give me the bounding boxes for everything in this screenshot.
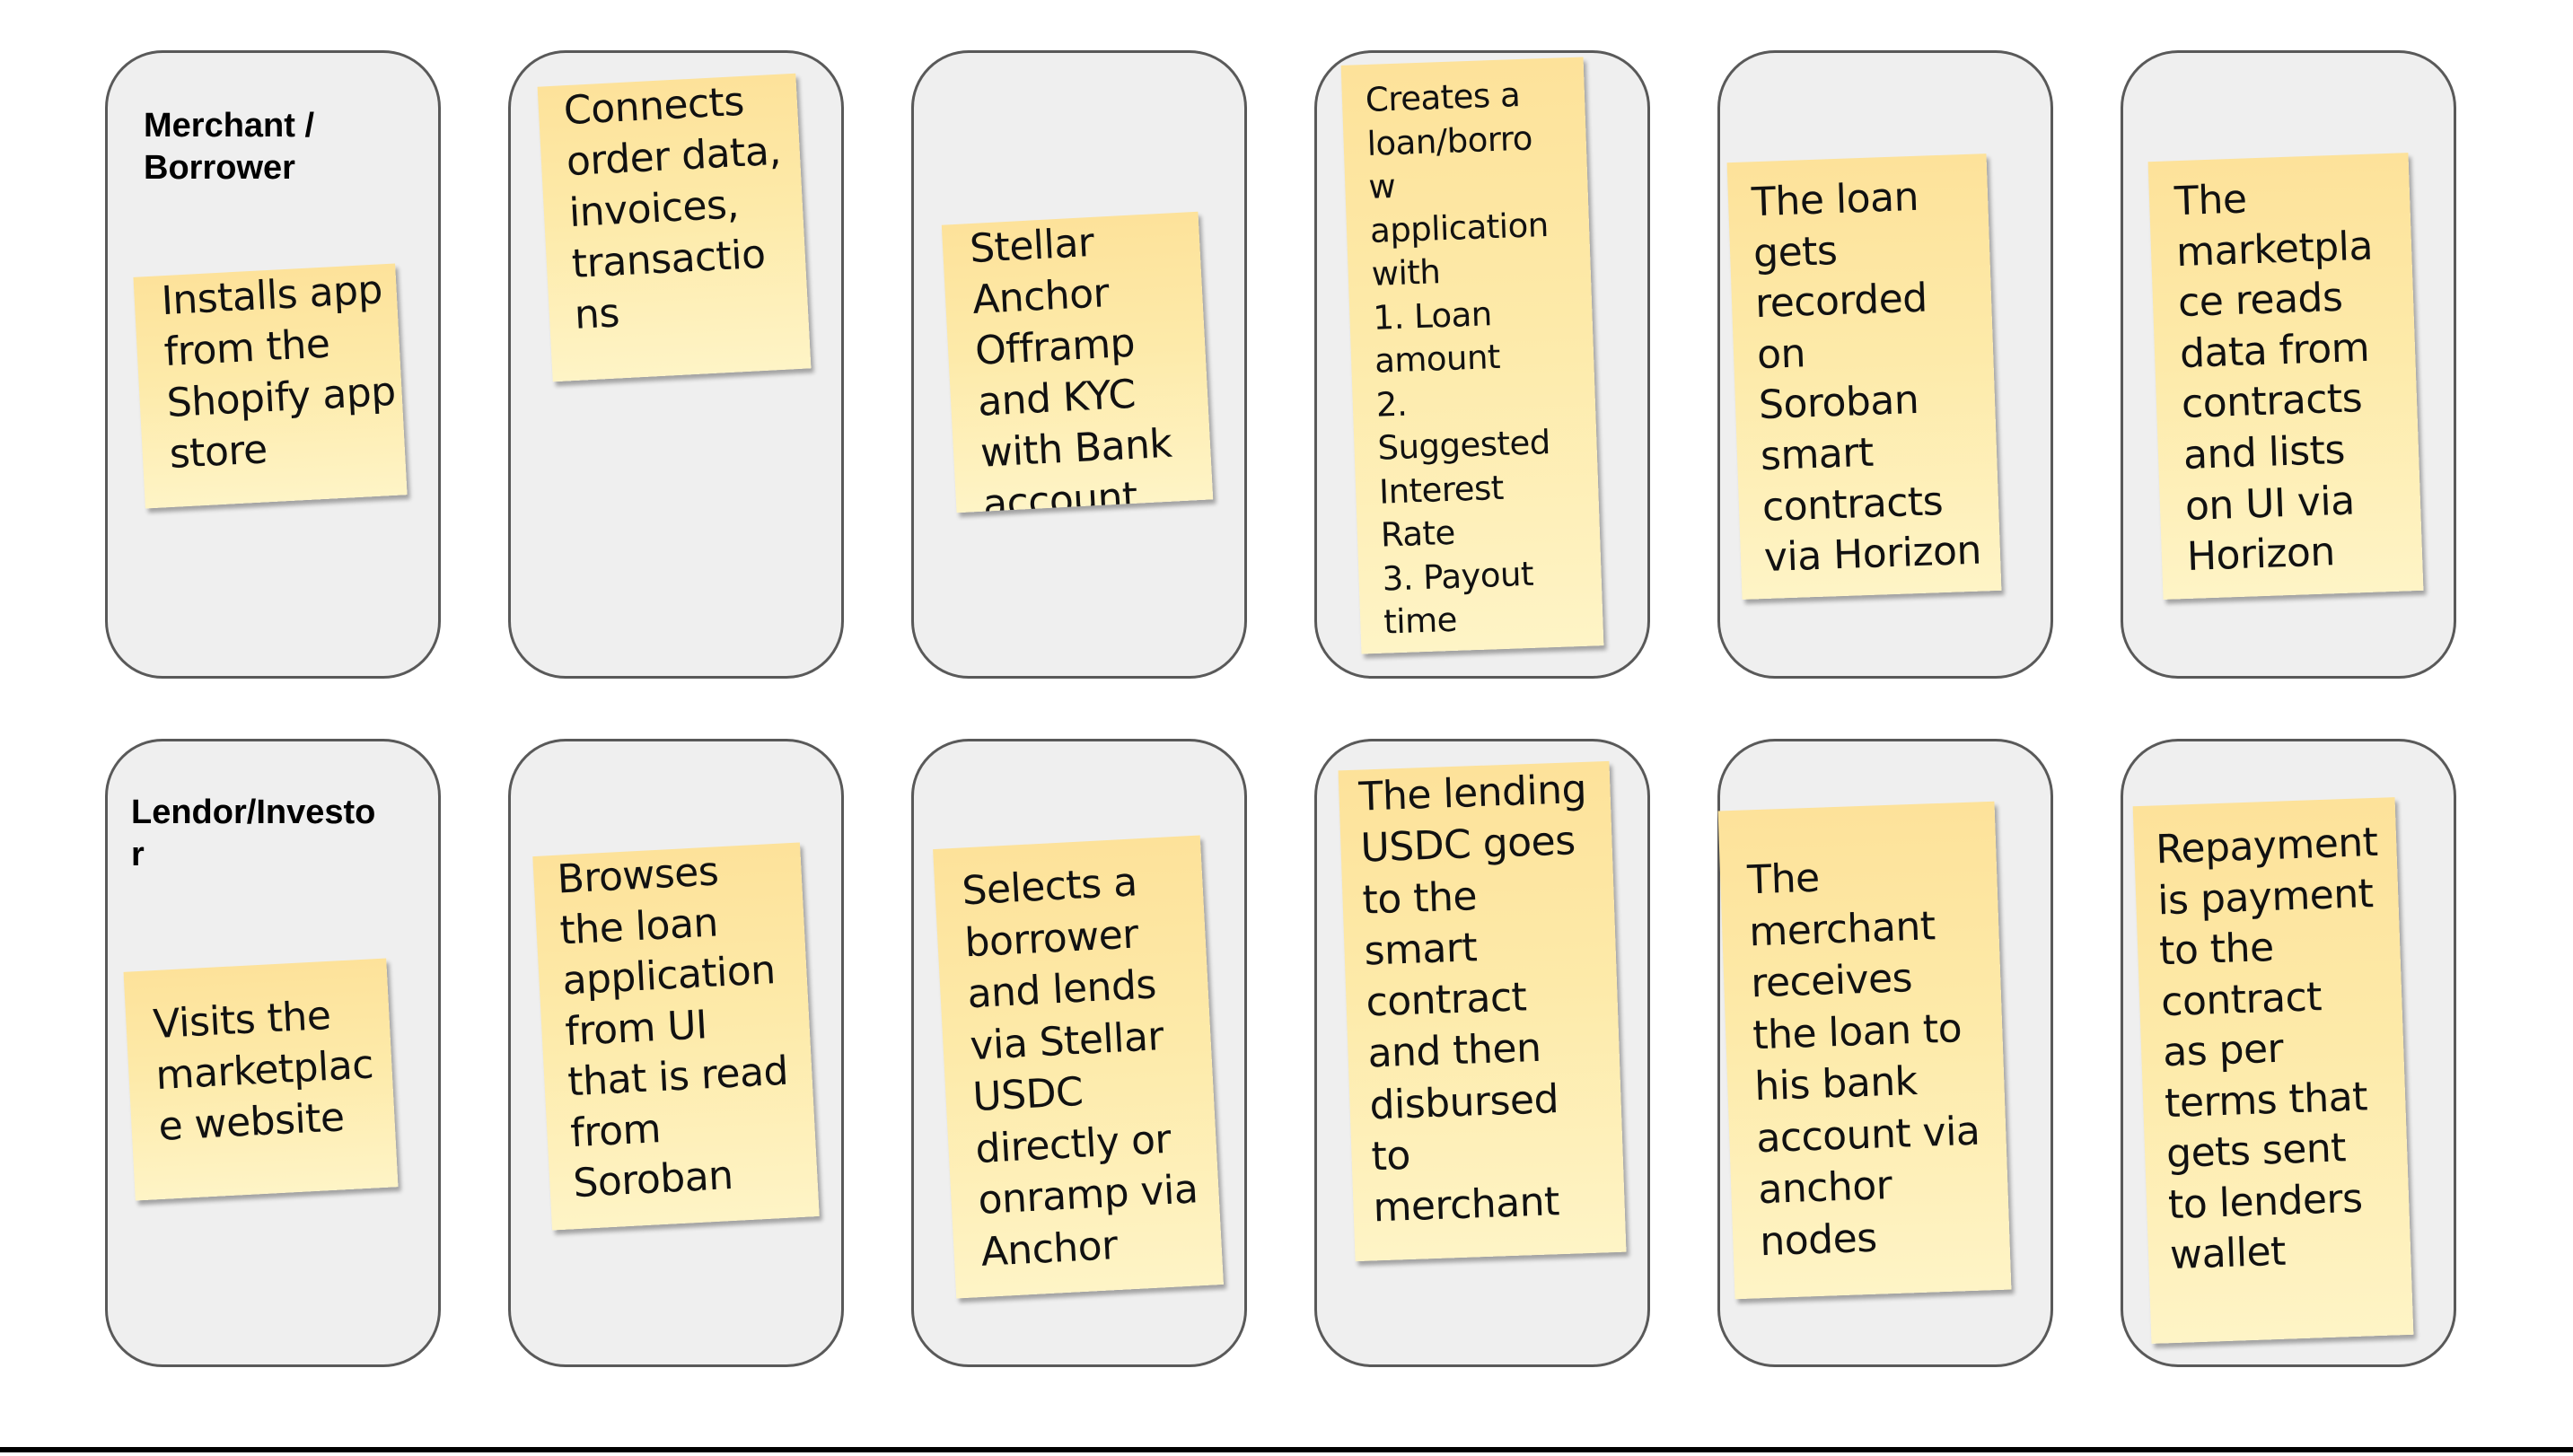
sticky-usdc-to-contract[interactable]: The lending USDC goes to the smart contr… [1338,760,1627,1262]
sticky-marketplace-reads-data[interactable]: The marketpla ce reads data from contrac… [2147,153,2424,600]
sticky-anchor-offramp-kyc[interactable]: Stellar Anchor Offramp and KYC with Bank… [941,211,1214,513]
sticky-create-loan-application[interactable]: Creates a loan/borro w application with … [1340,57,1604,654]
sticky-select-borrower-lend[interactable]: Selects a borrower and lends via Stellar… [933,835,1224,1299]
sticky-merchant-receives-loan[interactable]: The merchant receives the loan to his ba… [1717,801,2012,1300]
sticky-browse-loan-applications[interactable]: Browses the loan application from UI tha… [532,842,820,1231]
sticky-repayment-to-contract[interactable]: Repayment is payment to the contract as … [2132,797,2414,1344]
bottom-divider [0,1447,2573,1452]
sticky-loan-recorded-soroban[interactable]: The loan gets recorded on Soroban smart … [1726,153,2002,600]
lender-investor-label: Lendor/Investo r [131,794,376,873]
sticky-visit-marketplace[interactable]: Visits the marketplac e website [123,958,399,1201]
sticky-install-app[interactable]: Installs app from the Shopify app store [133,263,408,509]
merchant-borrower-label: Merchant / Borrower [144,107,315,187]
sticky-connect-order-data[interactable]: Connects order data, invoices, transacti… [537,73,812,382]
